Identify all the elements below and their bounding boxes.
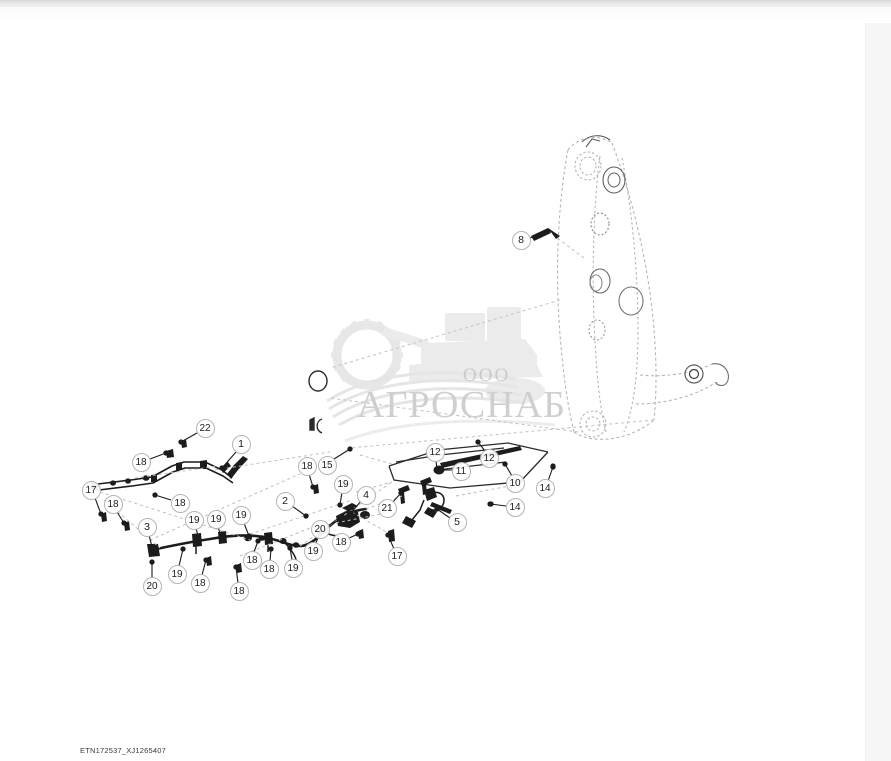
leader-tip-17 <box>385 532 391 538</box>
callout-bubble-21[interactable]: 21 <box>377 498 397 518</box>
leader-tip-14 <box>550 464 556 470</box>
callout-bubble-14[interactable]: 14 <box>535 478 555 498</box>
callout-bubble-19[interactable]: 19 <box>303 541 323 561</box>
callout-bubble-22[interactable]: 22 <box>195 418 215 438</box>
leader-line-18 <box>235 566 239 584</box>
page-top-shadow <box>0 7 891 23</box>
leader-line-19 <box>178 548 184 567</box>
callout-bubble-1[interactable]: 1 <box>231 434 251 454</box>
callout-bubble-19[interactable]: 19 <box>231 505 251 525</box>
callout-bubble-18[interactable]: 18 <box>297 456 317 476</box>
leader-tip-19 <box>219 536 225 542</box>
callout-bubble-2[interactable]: 2 <box>275 491 295 511</box>
callout-bubble-20[interactable]: 20 <box>310 519 330 539</box>
leader-tip-5 <box>434 506 440 512</box>
leader-tip-12 <box>475 439 481 445</box>
part-21-bolts <box>398 477 432 504</box>
callout-bubble-11[interactable]: 11 <box>451 461 471 481</box>
callout-bubble-17[interactable]: 17 <box>387 546 407 566</box>
leader-tip-1 <box>219 465 225 471</box>
callout-bubble-18[interactable]: 18 <box>103 494 123 514</box>
callout-bubble-19[interactable]: 19 <box>167 564 187 584</box>
callout-bubble-10[interactable]: 10 <box>505 473 525 493</box>
leader-tip-22 <box>178 439 184 445</box>
leader-tip-15 <box>347 446 353 452</box>
leader-tip-17 <box>98 511 104 517</box>
leader-tip-18 <box>121 520 127 526</box>
callout-bubble-3[interactable]: 3 <box>137 517 157 537</box>
leader-tip-14 <box>488 501 494 507</box>
part-8-stud <box>531 228 560 241</box>
callout-bubble-18[interactable]: 18 <box>242 550 262 570</box>
callout-bubble-19[interactable]: 19 <box>184 510 204 530</box>
leader-tip-21 <box>398 490 404 496</box>
leader-tip-18 <box>163 450 169 456</box>
callout-bubble-20[interactable]: 20 <box>142 576 162 596</box>
leader-tip-18 <box>310 484 316 490</box>
callout-bubble-19[interactable]: 19 <box>333 474 353 494</box>
callout-bubble-18[interactable]: 18 <box>331 532 351 552</box>
leader-tip-19 <box>196 537 202 543</box>
callout-leader-lines <box>94 228 556 584</box>
leader-tip-2 <box>303 513 309 519</box>
leader-tip-19 <box>337 502 343 508</box>
callout-bubble-18[interactable]: 18 <box>190 573 210 593</box>
callout-bubble-19[interactable]: 19 <box>283 558 303 578</box>
leader-tip-18 <box>233 564 239 570</box>
page-right-divider <box>865 23 866 761</box>
part-5-bracket <box>402 487 452 528</box>
leader-tip-20 <box>149 559 155 565</box>
callout-bubble-12[interactable]: 12 <box>425 442 445 462</box>
loose-parts-group <box>308 370 328 434</box>
leader-line-15 <box>333 448 351 460</box>
callout-bubble-18[interactable]: 18 <box>259 559 279 579</box>
page-top-border <box>0 0 891 7</box>
leader-line-22 <box>180 432 198 443</box>
leader-line-2 <box>291 505 307 517</box>
boom-arm-assembly <box>329 135 729 449</box>
callout-bubble-18[interactable]: 18 <box>229 581 249 601</box>
callout-bubble-18[interactable]: 18 <box>170 493 190 513</box>
leader-line-17 <box>94 497 102 515</box>
callout-bubble-18[interactable]: 18 <box>131 452 151 472</box>
leader-line-18 <box>154 494 172 501</box>
callout-bubble-12[interactable]: 12 <box>479 448 499 468</box>
leader-tip-18 <box>255 538 261 544</box>
leader-tip-20 <box>338 516 344 522</box>
callout-bubble-8[interactable]: 8 <box>511 230 531 250</box>
callout-bubble-4[interactable]: 4 <box>356 485 376 505</box>
callout-bubble-17[interactable]: 17 <box>81 480 101 500</box>
leader-tip-18 <box>152 492 158 498</box>
leader-tip-8 <box>545 228 551 234</box>
leader-tip-18 <box>203 557 209 563</box>
leader-tip-10 <box>502 461 508 467</box>
harness-upper-clips <box>110 460 207 486</box>
callout-bubble-14[interactable]: 14 <box>505 497 525 517</box>
leader-tip-19 <box>180 546 186 552</box>
footer-drawing-code: ETN172537_XJ1265407 <box>80 746 166 755</box>
leader-tip-4 <box>348 510 354 516</box>
leader-tip-3 <box>149 544 155 550</box>
leader-tip-19 <box>246 533 252 539</box>
page-right-band <box>866 23 891 761</box>
leader-line-1 <box>221 451 237 469</box>
callout-bubble-5[interactable]: 5 <box>447 512 467 532</box>
leader-tip-18 <box>268 546 274 552</box>
leader-tip-19 <box>287 545 293 551</box>
leader-tip-18 <box>355 531 361 537</box>
callout-bubble-15[interactable]: 15 <box>317 455 337 475</box>
callout-bubble-19[interactable]: 19 <box>206 509 226 529</box>
leader-tip-11 <box>438 467 444 473</box>
leader-line-8 <box>529 230 549 239</box>
leader-line-18 <box>149 452 167 460</box>
